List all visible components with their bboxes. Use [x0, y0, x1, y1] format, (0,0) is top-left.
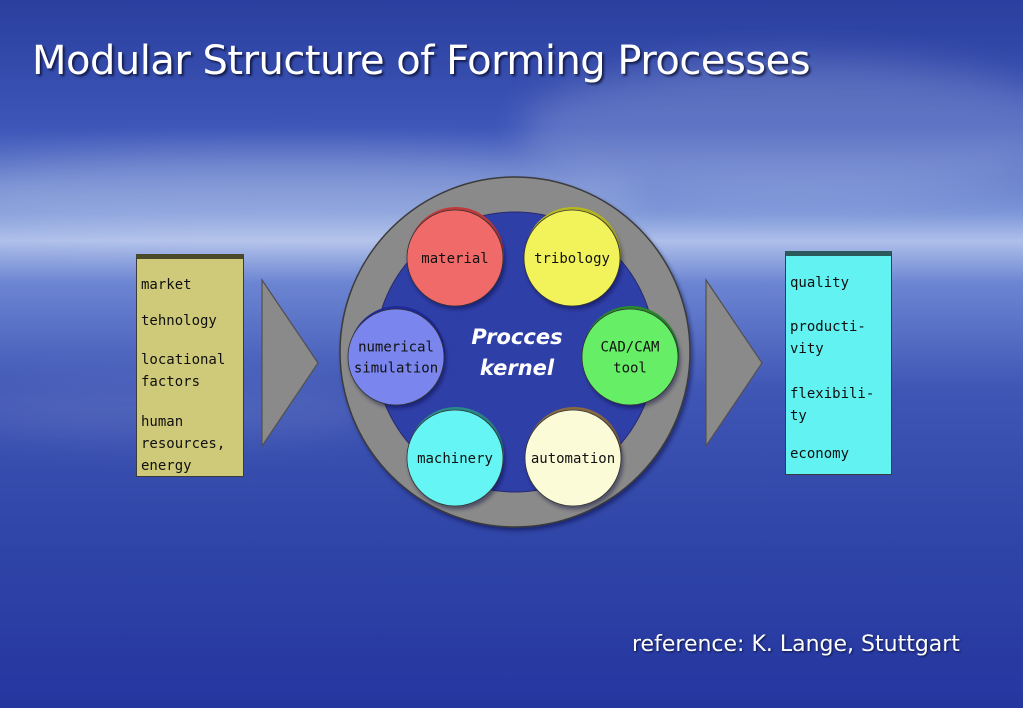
output-goal-item: producti- vity: [790, 319, 866, 357]
module-machinery: machinery: [406, 407, 504, 507]
input-factor-item: locational factors: [141, 352, 226, 390]
output-goal-item: economy: [790, 446, 850, 462]
output-goal-item: quality: [790, 275, 850, 291]
module-tribology: tribology: [523, 207, 621, 307]
input-factor-item: human resources, energy: [141, 414, 226, 474]
module-material-label: material: [421, 251, 488, 267]
module-numerical-simulation: numerical simulation: [347, 306, 445, 406]
module-numerical-simulation-label: simulation: [354, 361, 438, 377]
background-haze: [520, 60, 1023, 200]
reference-citation: reference: K. Lange, Stuttgart: [632, 632, 960, 657]
module-cad-cam-tool-label: tool: [613, 361, 647, 377]
input-factors-box: market tehnology locational factors human r…: [136, 254, 244, 477]
module-numerical-simulation-label: numerical: [358, 340, 434, 356]
module-automation-label: automation: [531, 451, 615, 467]
module-machinery-label: machinery: [417, 451, 493, 467]
module-tribology-circle: [523, 209, 621, 307]
module-automation-circle: [524, 409, 622, 507]
module-cad-cam-tool-label: CAD/CAM: [600, 340, 659, 356]
module-cad-cam-tool: CAD/CAM tool: [581, 306, 679, 406]
slide-title: Modular Structure of Forming Processes: [32, 38, 811, 84]
module-material-circle: [406, 209, 504, 307]
module-machinery-circle: [406, 409, 504, 507]
kernel-label-line-2: kernel: [480, 356, 555, 380]
kernel-label-line-1: Procces: [471, 325, 562, 349]
module-cad-cam-tool-circle: [581, 308, 679, 406]
output-goal-item: flexibili- ty: [790, 386, 875, 424]
module-tribology-label: tribology: [534, 251, 610, 267]
input-factor-item: tehnology: [141, 313, 217, 329]
module-material: material: [406, 207, 504, 307]
module-numerical-simulation-circle: [347, 308, 445, 406]
output-arrow: [705, 278, 763, 448]
input-arrow: [261, 278, 319, 448]
input-factor-item: market: [141, 277, 192, 293]
module-automation: automation: [524, 407, 622, 507]
output-goals-box: quality producti- vity flexibili- ty econom…: [785, 251, 892, 475]
